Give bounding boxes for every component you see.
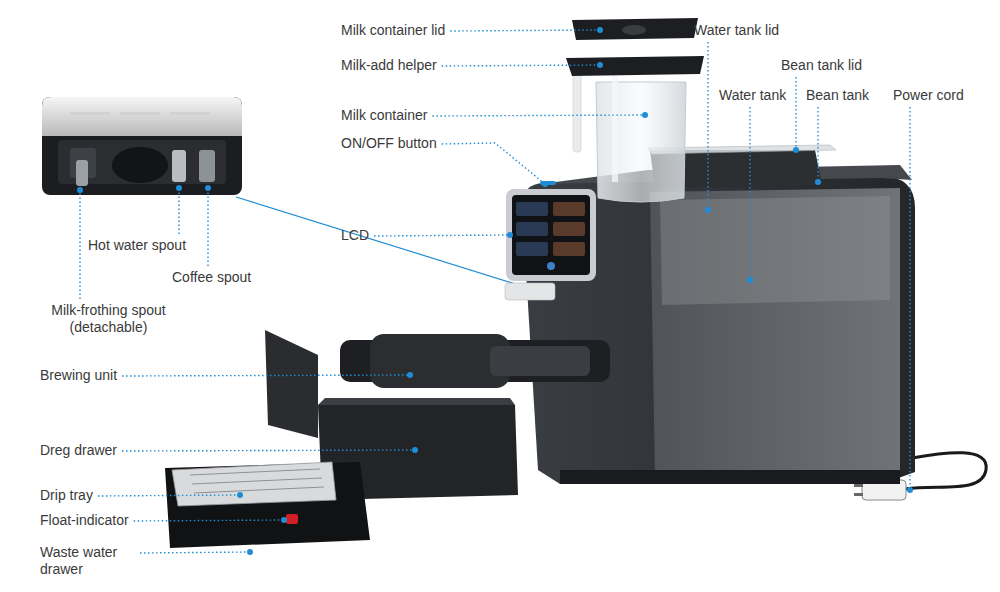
leader-line [98,495,240,496]
leader-line [122,450,415,451]
machine-body [522,176,915,484]
drip-grid [190,469,324,493]
leader-dot [907,487,913,493]
part-label: Coffee spout [172,269,251,286]
part-label: ON/OFF button [341,135,437,152]
milk-tube [573,70,581,152]
float-indicator [286,514,298,524]
milk-pipe [612,72,618,182]
power-cord [905,453,986,489]
leader-line [374,235,510,236]
lcd-tile [553,202,585,216]
leader-dot [597,27,603,33]
milk-container [596,82,686,202]
waste-water-drawer [165,462,370,548]
inset-top [42,97,242,136]
part-label: Milk-frothing spout (detachable) [36,302,181,336]
leader-dot [407,372,413,378]
brewing-cylinder [370,334,510,388]
part-label: Water tank lid [694,22,779,39]
leader-line [140,552,250,553]
leader-dot [176,185,182,191]
lcd-screen [512,195,590,275]
part-label: Hot water spout [88,237,186,254]
leader-dot [815,179,821,185]
leader-line [79,190,80,299]
leader-line [795,77,796,150]
leader-line [207,188,208,266]
part-label: Bean tank lid [781,57,862,74]
drip-tray [172,462,336,506]
lcd-frame [506,189,596,281]
part-label: Bean tank [806,87,869,104]
milk-container-lid [572,18,698,40]
milk-spout [76,160,88,186]
part-label: Float-indicator [40,512,129,529]
milk-add-helper [566,56,704,76]
part-label: Brewing unit [40,367,117,384]
part-label: Milk container [341,107,427,124]
leader-dot [507,232,513,238]
lcd-icon [547,262,555,270]
tank-highlight [660,196,890,305]
leader-line [432,115,645,116]
inset-cavity [112,147,168,183]
leader-dot [642,112,648,118]
brewing-part [490,346,590,376]
spout-head [505,283,555,300]
leader-line [450,30,600,31]
plug-pin [854,493,863,496]
part-label: Waste water drawer [40,544,135,578]
drawer-top [318,398,515,405]
leader-line [134,520,284,521]
leader-line [707,42,708,210]
part-label: Milk-add helper [341,57,437,74]
leader-dot [205,185,211,191]
drawer-back [265,330,318,438]
water-tank [650,188,900,476]
part-label: Milk container lid [341,22,445,39]
part-label: Dreg drawer [40,442,117,459]
base [560,470,900,484]
leader-dot [412,447,418,453]
part-label: Water tank [719,87,786,104]
lcd-tile [516,242,548,256]
hot-water-spout [172,150,186,182]
part-label: LCD [341,227,369,244]
inset-housing [42,97,242,195]
leader-dot [542,181,548,187]
leader-line [178,188,179,234]
plug-pin [854,484,863,487]
leader-dot [705,207,711,213]
leader-dot [793,147,799,153]
lid-knob [622,25,646,35]
leader-line [817,107,818,182]
inset-slot [120,112,160,115]
leader-dot [77,187,83,193]
leader-line [749,107,750,280]
leader-dot [247,549,253,555]
inset-slot [170,112,210,115]
lcd-tile [516,222,548,236]
leader-dot [281,517,287,523]
leader-line [909,107,910,490]
part-label: Drip tray [40,487,93,504]
inset-slot [70,112,110,115]
leader-line [442,65,600,66]
leader-dot [597,62,603,68]
part-label: Power cord [893,87,964,104]
leader-dot [237,492,243,498]
spout-inset [42,97,242,195]
zoom-line [236,197,538,291]
coffee-spout [199,150,215,182]
leader-line [442,143,545,184]
lcd-tile [553,242,585,256]
lcd-tile [553,222,585,236]
leader-line [122,375,410,376]
lcd-tile [516,202,548,216]
leader-dot [747,277,753,283]
